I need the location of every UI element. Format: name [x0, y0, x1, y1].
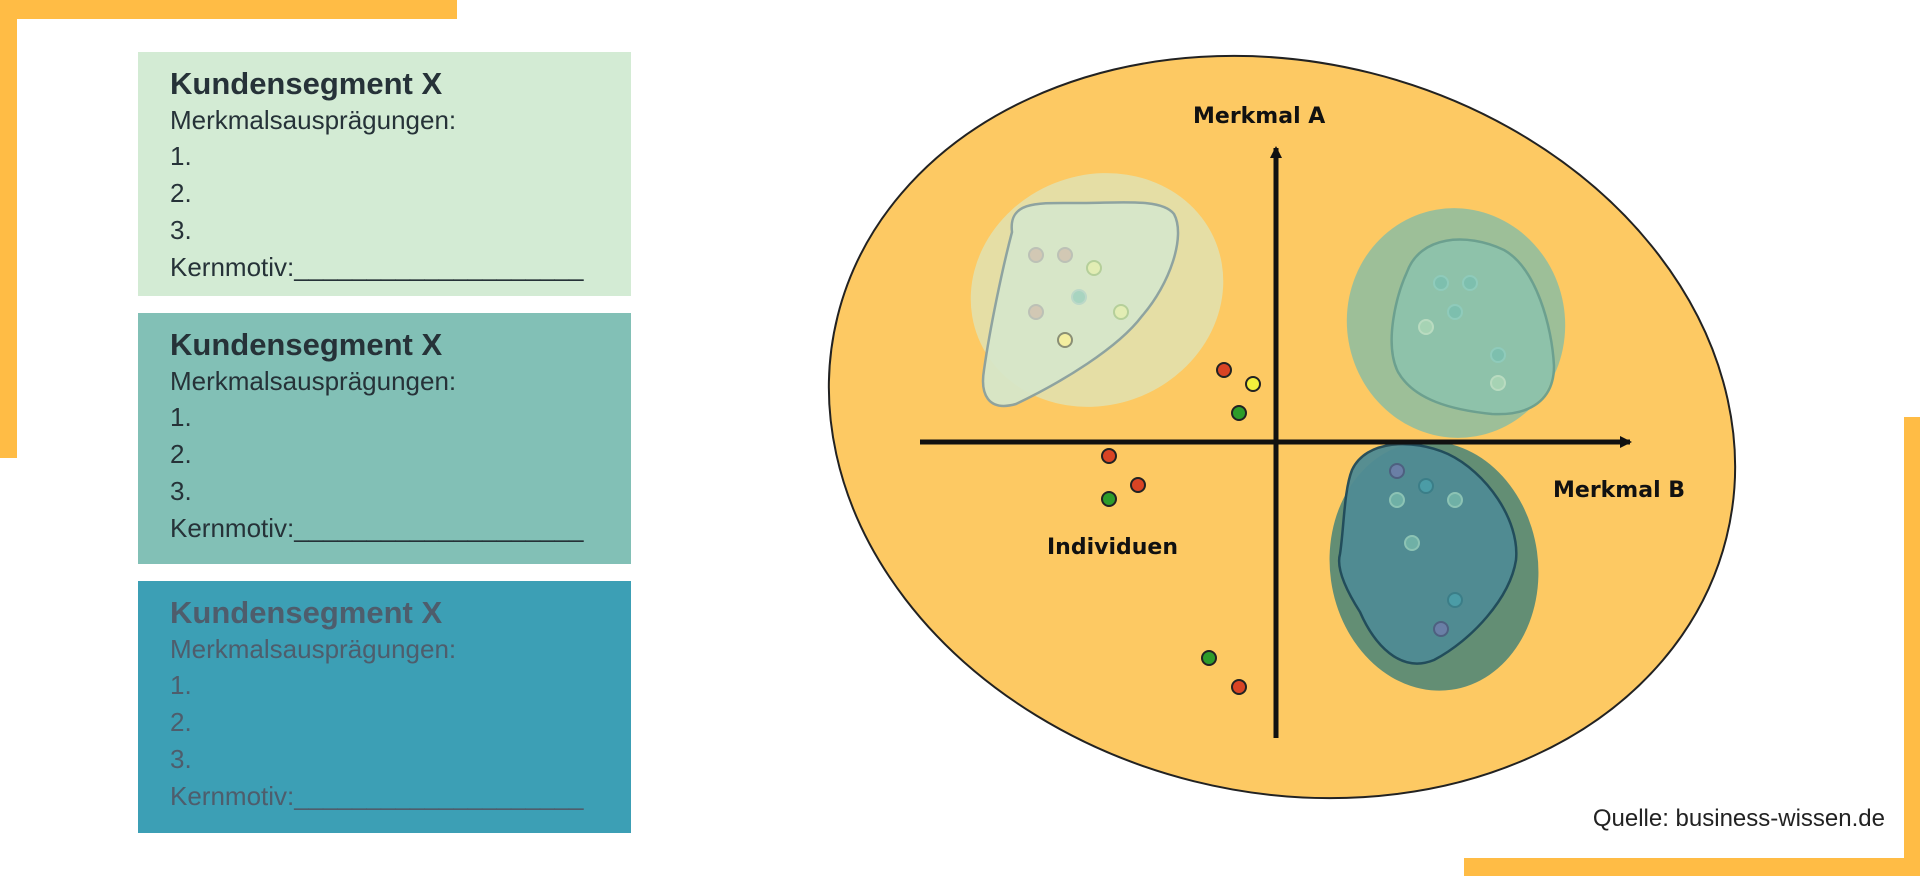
- segment-card-3: Kundensegment X Merkmalsausprägungen: 1.…: [138, 581, 631, 833]
- segment-characteristics-label: Merkmalsausprägungen:: [170, 105, 457, 135]
- segment-title: Kundensegment X: [170, 66, 443, 101]
- accent-bar-top-left: [0, 0, 457, 19]
- axis-b-label: Merkmal B: [1553, 478, 1685, 503]
- segment-characteristics-label: Merkmalsausprägungen:: [170, 634, 457, 664]
- segment-card-1: Kundensegment X Merkmalsausprägungen: 1.…: [138, 52, 631, 296]
- individual-dots: [1101, 362, 1261, 695]
- segment-item-2: 2.: [170, 439, 192, 469]
- source-credit: Quelle: business-wissen.de: [1592, 805, 1885, 832]
- axis-a-label: Merkmal A: [1193, 104, 1325, 129]
- segment-card-2: Kundensegment X Merkmalsausprägungen: 1.…: [138, 313, 631, 564]
- individuals-label: Individuen: [1047, 535, 1178, 560]
- accent-bar-left: [0, 0, 17, 458]
- accent-bar-right: [1904, 417, 1920, 876]
- cluster-top-right: [1346, 208, 1566, 438]
- segment-item-2: 2.: [170, 178, 192, 208]
- segment-item-3: 3.: [170, 215, 192, 245]
- segment-core-motive: Kernmotiv:____________________: [170, 781, 584, 811]
- segment-title: Kundensegment X: [170, 327, 443, 362]
- segment-core-motive: Kernmotiv:____________________: [170, 513, 584, 543]
- segment-item-1: 1.: [170, 402, 192, 432]
- cluster-top-left: [970, 173, 1224, 407]
- segment-item-2: 2.: [170, 707, 192, 737]
- segment-title: Kundensegment X: [170, 595, 443, 630]
- accent-bar-bottom-right: [1464, 858, 1920, 876]
- segment-core-motive: Kernmotiv:____________________: [170, 252, 584, 282]
- segment-item-1: 1.: [170, 670, 192, 700]
- segment-item-3: 3.: [170, 476, 192, 506]
- segment-item-3: 3.: [170, 744, 192, 774]
- segment-characteristics-label: Merkmalsausprägungen:: [170, 366, 457, 396]
- segment-item-1: 1.: [170, 141, 192, 171]
- cluster-bottom-right: [1329, 441, 1539, 691]
- market-ellipse: [827, 54, 1737, 800]
